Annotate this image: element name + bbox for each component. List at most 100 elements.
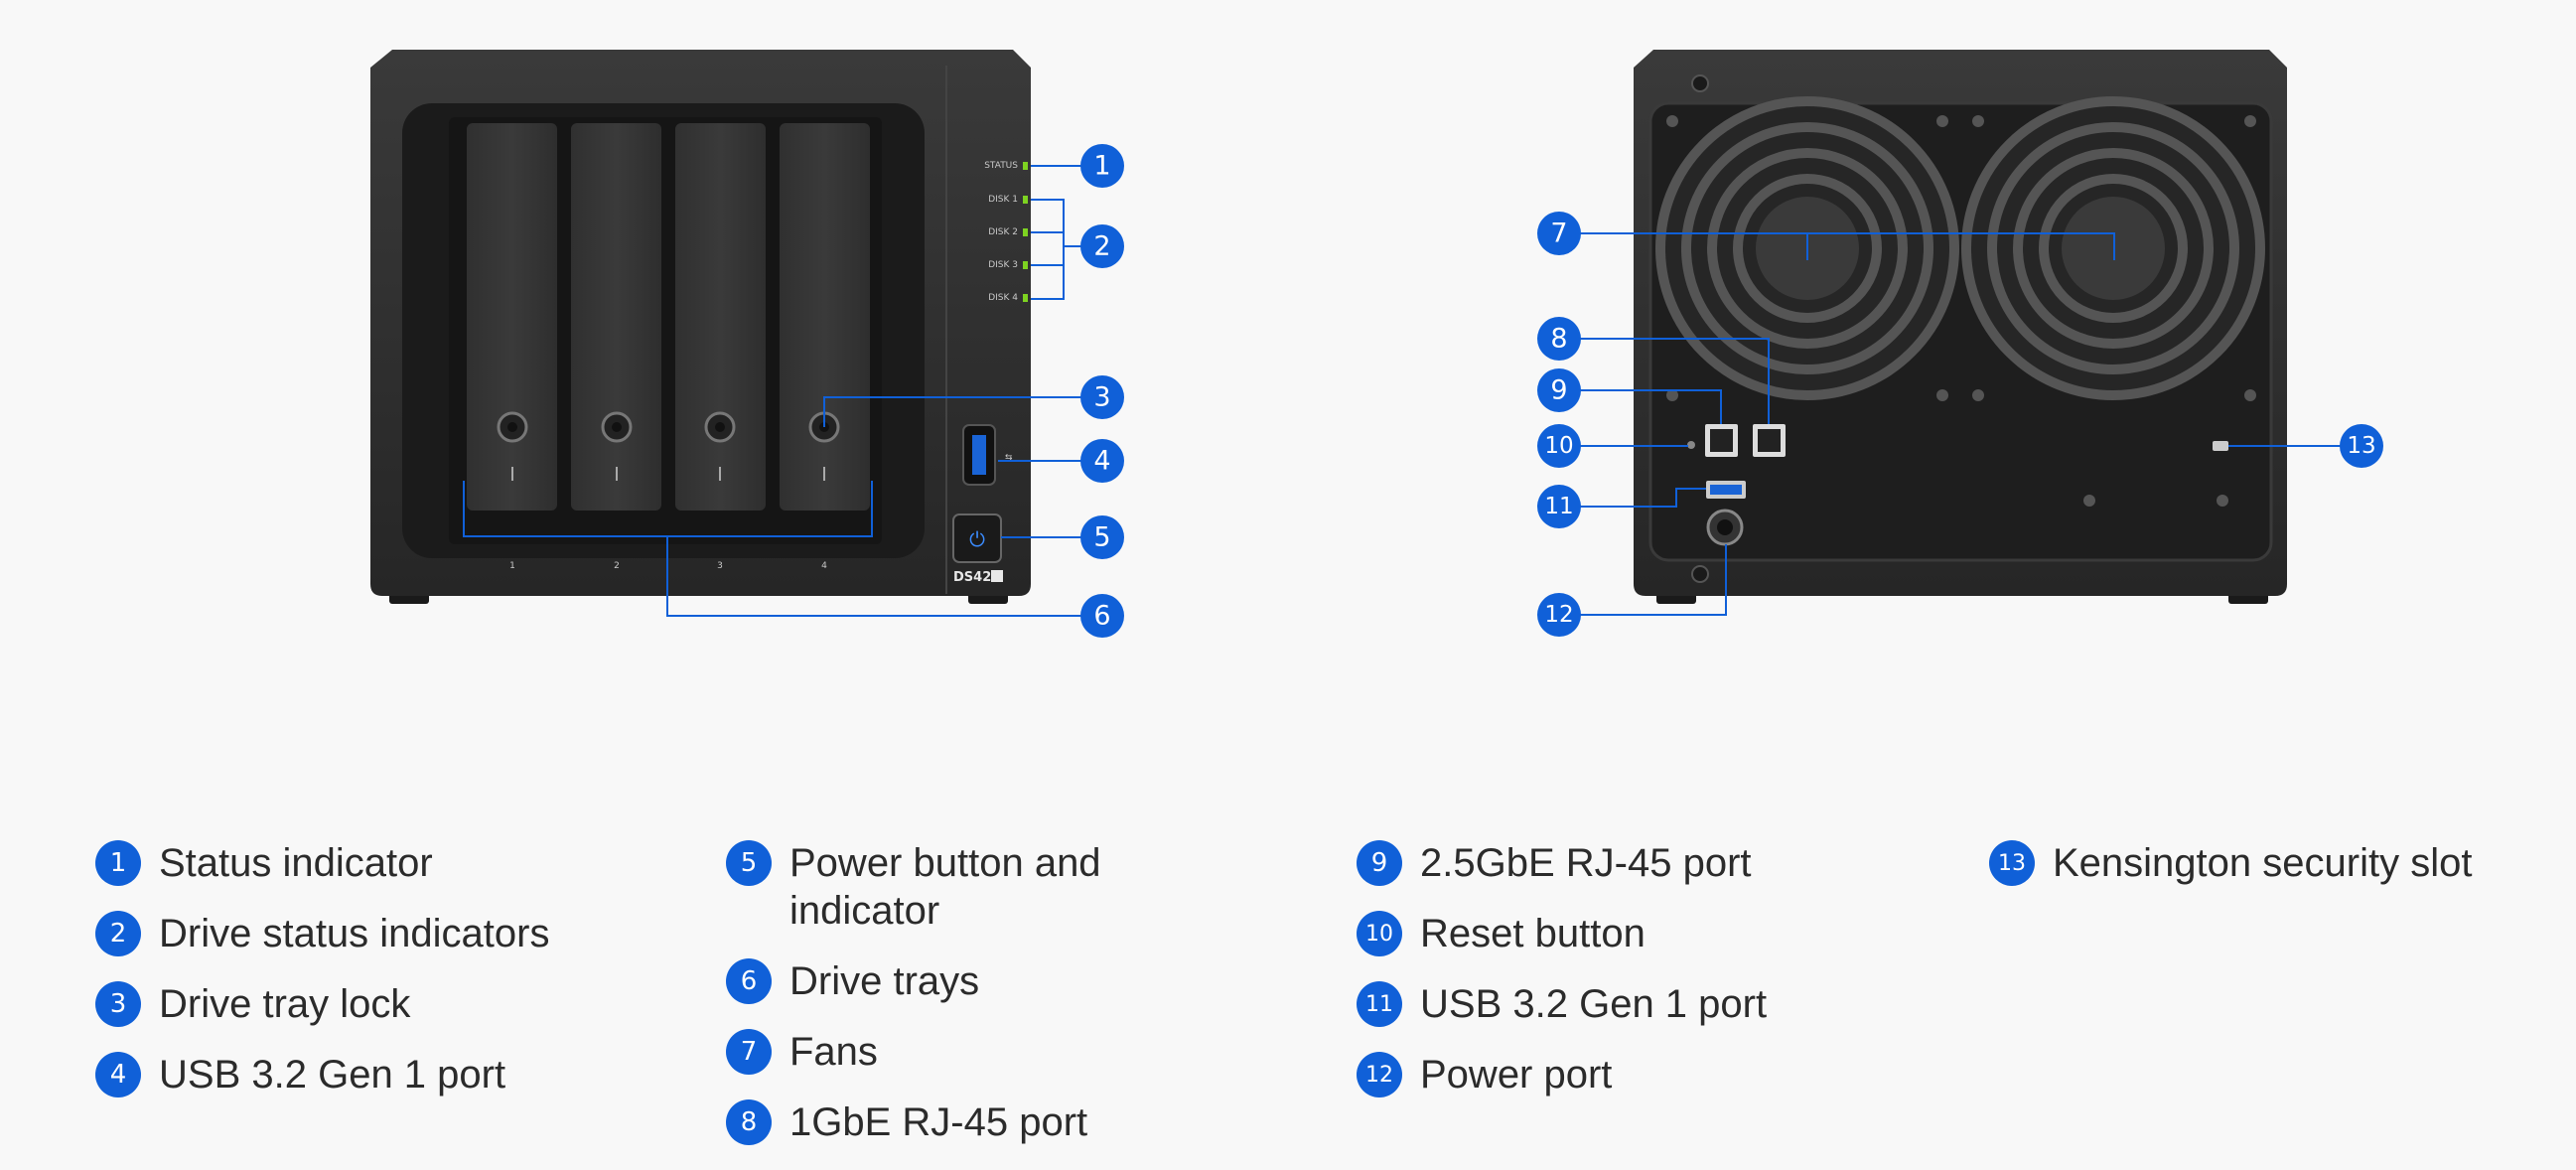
callout-12: 12 [1537,593,1581,637]
svg-text:6: 6 [1093,601,1110,632]
front-view: 1 2 3 4 STATUS DISK 1 DISK 2 DISK 3 DISK… [370,50,1031,604]
legend-label: USB 3.2 Gen 1 port [159,1053,506,1097]
svg-text:7: 7 [1550,219,1567,249]
callout-7: 7 [1537,212,1581,255]
legend-item: 5 Power button and indicator [726,840,1203,935]
legend-number-badge: 8 [726,1099,772,1145]
legend-number-badge: 11 [1357,981,1402,1027]
reset-button[interactable] [1687,441,1695,449]
legend-number-badge: 4 [95,1052,141,1097]
drive-tray[interactable] [571,123,661,511]
legend-item: 11 USB 3.2 Gen 1 port [1357,981,1952,1028]
callout-6: 6 [1080,594,1124,638]
legend-label: Power port [1420,1053,1613,1097]
svg-text:8: 8 [1550,324,1567,355]
legend-number-badge: 10 [1357,911,1402,956]
status-led [1023,162,1028,170]
led-label-disk2: DISK 2 [988,227,1018,237]
back-view [1634,50,2287,604]
legend-label: Reset button [1420,912,1646,955]
legend-column-1: 1 Status indicator 2 Drive status indica… [95,840,691,1122]
legend-label: 1GbE RJ-45 port [789,1100,1088,1144]
power-button[interactable]: ⏻ [952,513,1002,563]
disk-led [1023,294,1028,302]
legend-label: Kensington security slot [2053,841,2473,885]
lan-port-2-5gbe[interactable] [1705,424,1738,457]
legend-label: USB 3.2 Gen 1 port [1420,982,1768,1026]
led-label-disk1: DISK 1 [988,195,1018,205]
legend-label: Drive trays [789,959,980,1003]
legend-number-badge: 6 [726,958,772,1004]
legend-label: Fans [789,1030,878,1074]
legend-number-badge: 3 [95,981,141,1027]
power-icon: ⏻ [969,527,985,551]
callout-2: 2 [1080,224,1124,268]
legend-item: 6 Drive trays [726,958,1203,1005]
legend-column-3: 9 2.5GbE RJ-45 port 10 Reset button 11 U… [1357,840,1952,1122]
callout-13: 13 [2340,424,2383,468]
disk-led [1023,261,1028,269]
svg-text:13: 13 [2347,433,2375,459]
drive-tray[interactable] [675,123,766,511]
svg-text:9: 9 [1550,375,1567,406]
callout-11: 11 [1537,485,1581,528]
drive-tray[interactable] [467,123,557,511]
callout-4: 4 [1080,439,1124,483]
legend-number-badge: 13 [1989,840,2035,886]
legend-item: 13 Kensington security slot [1989,840,2545,887]
usb-symbol-icon: ⇆ [1005,453,1013,463]
callout-10: 10 [1537,424,1581,468]
callout-5: 5 [1080,515,1124,559]
legend-label: 2.5GbE RJ-45 port [1420,841,1752,885]
kensington-slot[interactable] [2213,441,2228,451]
legend-item: 9 2.5GbE RJ-45 port [1357,840,1952,887]
power-port[interactable] [1706,509,1744,546]
model-label: DS425 [953,570,1000,585]
legend-column-2: 5 Power button and indicator 6 Drive tra… [726,840,1203,1170]
svg-text:3: 3 [1093,382,1110,413]
legend-item: 8 1GbE RJ-45 port [726,1099,1203,1146]
legend-item: 4 USB 3.2 Gen 1 port [95,1052,691,1098]
disk-led [1023,196,1028,204]
legend-number-badge: 9 [1357,840,1402,886]
svg-text:12: 12 [1544,602,1573,628]
legend-item: 10 Reset button [1357,911,1952,957]
front-usb-port[interactable] [962,424,996,486]
lan-port-1gbe[interactable] [1753,424,1786,457]
tray-number-label: 1 [509,561,515,571]
svg-text:5: 5 [1093,522,1110,553]
tray-number-label: 2 [614,561,620,571]
legend-number-badge: 2 [95,911,141,956]
callout-9: 9 [1537,368,1581,412]
callout-8: 8 [1537,317,1581,361]
tray-number-label: 3 [717,561,723,571]
legend-column-4: 13 Kensington security slot [1989,840,2545,911]
legend-label: Drive tray lock [159,982,411,1026]
legend-number-badge: 7 [726,1029,772,1075]
legend-item: 12 Power port [1357,1052,1952,1098]
led-label-status: STATUS [984,161,1018,171]
drive-tray[interactable] [780,123,870,511]
legend-item: 2 Drive status indicators [95,911,691,957]
tray-number-label: 4 [821,561,827,571]
svg-text:4: 4 [1093,446,1110,477]
svg-text:10: 10 [1544,433,1573,459]
legend-label: Status indicator [159,841,433,885]
legend-label: Drive status indicators [159,912,550,955]
legend-label: Power button and indicator [789,841,1101,933]
led-label-disk4: DISK 4 [988,293,1018,303]
legend-number-badge: 12 [1357,1052,1402,1097]
legend-number-badge: 5 [726,840,772,886]
led-label-disk3: DISK 3 [988,260,1018,270]
legend-item: 7 Fans [726,1029,1203,1076]
callout-3: 3 [1080,375,1124,419]
svg-text:2: 2 [1093,231,1110,262]
legend-item: 1 Status indicator [95,840,691,887]
callout-badges: 1 2 3 4 5 6 7 8 9 10 11 12 13 [1080,144,2383,638]
svg-text:11: 11 [1544,494,1573,519]
legend-number-badge: 1 [95,840,141,886]
rear-usb-port[interactable] [1706,481,1746,499]
callout-lines [463,165,2342,617]
disk-led [1023,228,1028,236]
